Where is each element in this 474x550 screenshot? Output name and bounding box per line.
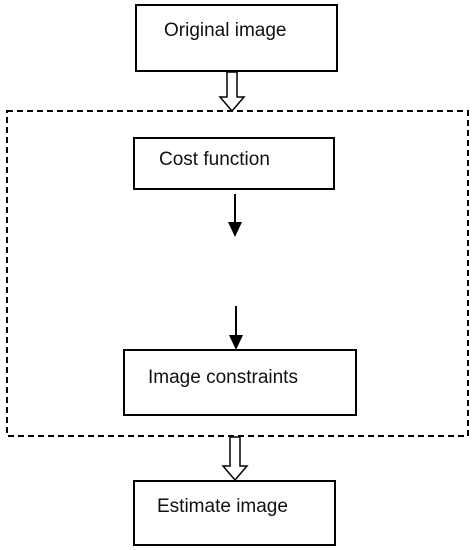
- arrow-down-to-constraints: [229, 306, 243, 350]
- hollow-arrow-to-estimate: [221, 436, 249, 482]
- estimate-image-node: Estimate image: [133, 480, 336, 546]
- image-constraints-node: Image constraints: [123, 349, 357, 416]
- original-image-label: Original image: [164, 20, 287, 41]
- cost-function-label: Cost function: [159, 149, 270, 170]
- image-constraints-label: Image constraints: [148, 367, 298, 388]
- cost-function-node: Cost function: [133, 137, 335, 190]
- estimate-image-label: Estimate image: [157, 496, 288, 517]
- original-image-node: Original image: [135, 4, 338, 72]
- processing-group-dashed-border: [6, 110, 469, 437]
- hollow-arrow-to-group: [218, 71, 246, 113]
- arrow-down-from-cost: [228, 194, 242, 237]
